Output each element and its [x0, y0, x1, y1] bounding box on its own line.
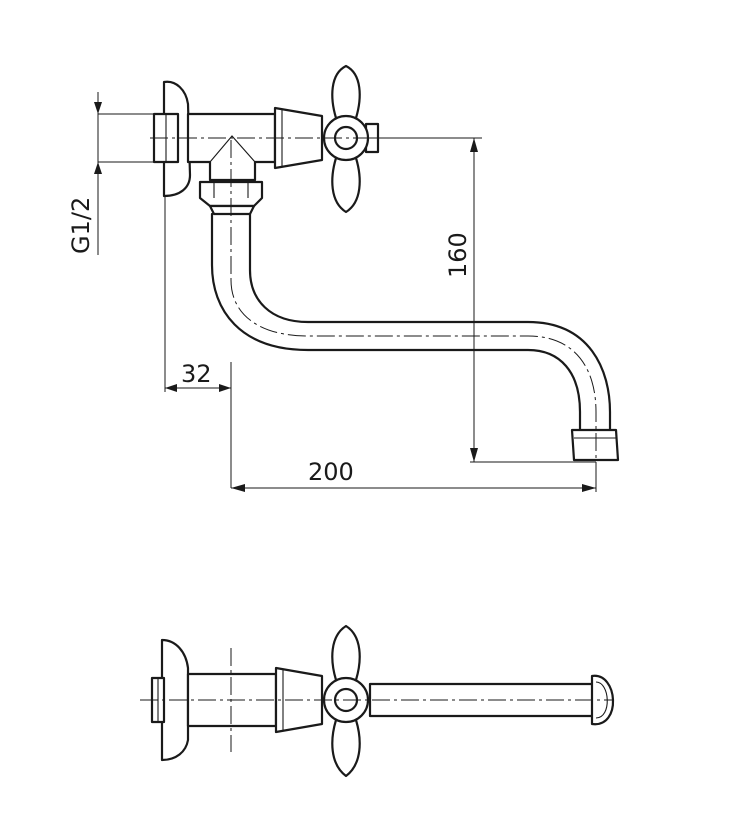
top-spout-tip: [590, 674, 615, 726]
dimension-reach: 200: [231, 458, 597, 492]
cross-handle-top-arm: [331, 64, 361, 120]
top-cross-handle-top-arm: [331, 624, 361, 682]
dimension-thread-label: G1/2: [67, 197, 95, 254]
dimension-offset-label: 32: [181, 360, 212, 388]
top-view: [140, 624, 615, 778]
centerline-spout-curve: [230, 279, 597, 470]
spout-inner-wall: [248, 212, 612, 432]
dimension-thread: G1/2: [67, 92, 154, 255]
dimension-height-label: 160: [444, 232, 472, 278]
spout-outer-wall: [210, 212, 582, 432]
dimension-reach-label: 200: [308, 458, 354, 486]
dimension-offset: 32: [164, 196, 232, 488]
cross-handle-bottom-arm: [331, 156, 361, 214]
top-cross-handle-bottom-arm: [331, 718, 361, 778]
dimension-height: 160: [368, 137, 596, 463]
spout-aerator: [570, 428, 620, 462]
side-view: G1/2 160 32 200: [67, 64, 620, 492]
